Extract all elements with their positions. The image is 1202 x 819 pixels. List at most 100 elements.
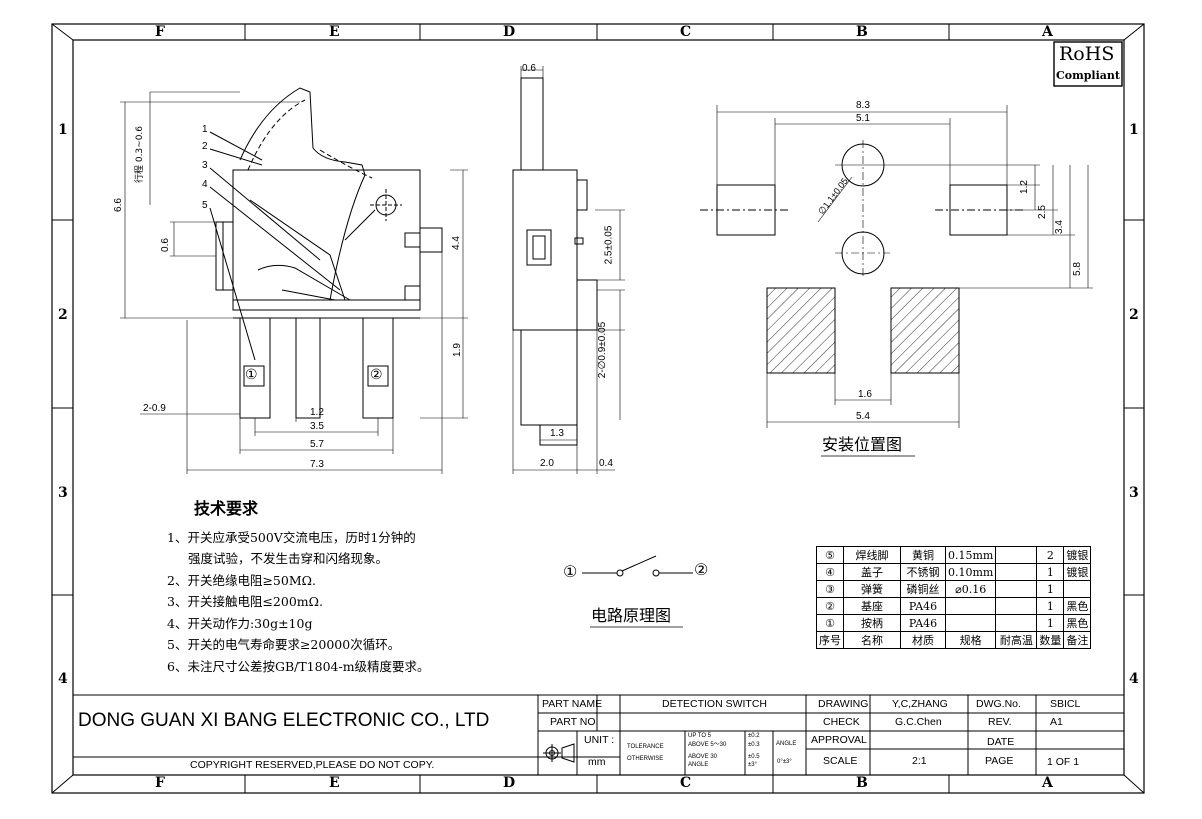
circuit-diagram (582, 555, 693, 628)
dim-side-1-3: 1.3 (550, 428, 564, 439)
dwg-no-label: DWG.No. (976, 698, 1021, 710)
tol-value: ±0.2 (748, 733, 760, 739)
rohs-title: RoHS (1059, 43, 1115, 65)
column-label-top: D (503, 24, 516, 40)
tol-value: ±0.5 (748, 754, 760, 760)
note-line: 2、开关绝缘电阻≥50MΩ. (167, 573, 316, 588)
column-label-top: C (680, 24, 692, 40)
part-label-1: 1 (202, 124, 208, 135)
note-line: 4、开关动作力:30g±10g (167, 616, 313, 631)
dim-height-total: 6.6 (112, 198, 124, 212)
column-label-bottom: B (856, 775, 868, 791)
tol-value: ±3° (748, 762, 758, 768)
tolerance-label: TOLERANCE (627, 744, 664, 750)
part-label-3: 3 (202, 160, 208, 171)
dim-mount-5-4: 5.4 (856, 411, 870, 422)
rohs-subtitle: Compliant (1056, 69, 1120, 82)
page-label: PAGE (985, 755, 1014, 767)
dim-side-top: 0.6 (522, 63, 536, 74)
tol-range: ANGLE (688, 762, 709, 768)
tol-range: ABOVE 30 (688, 754, 718, 760)
note-line: 5、开关的电气寿命要求≥20000次循环。 (167, 637, 401, 652)
row-label-left: 2 (58, 307, 68, 323)
note-line: 强度试验，不发生击穿和闪络现象。 (188, 551, 389, 566)
part-no-label: PART NO. (550, 716, 599, 728)
dim-side-2-0: 2.0 (540, 458, 554, 469)
outer-frame (51, 23, 1145, 794)
tol-value: ±0.3 (748, 742, 760, 748)
company-name: DONG GUAN XI BANG ELECTRONIC CO., LTD (78, 710, 490, 731)
drawing-label: DRAWING (818, 698, 869, 710)
dim-pin-thickness: 0.6 (159, 238, 171, 252)
dim-mount-3-4: 3.4 (1053, 220, 1065, 234)
dim-side-holes: 2-∅0.9±0.05 (597, 321, 609, 379)
check-label: CHECK (823, 716, 860, 728)
column-label-bottom: F (155, 775, 165, 791)
part-label-2: 2 (202, 141, 208, 152)
rev-value: A1 (1050, 716, 1063, 728)
dim-mount-2-5: 2.5 (1036, 205, 1048, 219)
part-label-5: 5 (202, 200, 208, 211)
mount-view-title: 安装位置图 (822, 435, 903, 454)
note-line: 1、开关应承受500V交流电压，历时1分钟的 (167, 530, 416, 545)
dim-mount-5-1: 5.1 (856, 113, 870, 124)
column-label-top: B (856, 24, 868, 40)
dim-side-peg: 2.5±0.05 (603, 225, 615, 265)
dim-pin-length: 1.9 (451, 343, 463, 357)
dim-side-0-4: 0.4 (599, 458, 613, 469)
dim-travel: 行程 0.3~0.6 (135, 125, 146, 184)
unit-label: UNIT : (584, 734, 615, 746)
dim-mount-1-2: 1.2 (1018, 180, 1030, 194)
notes-title: 技术要求 (194, 499, 259, 518)
front-view (120, 87, 468, 474)
column-label-bottom: D (503, 775, 516, 791)
table-header-row: 序号名称材质规格耐高温数量备注 (816, 631, 1092, 649)
dim-mount-1-6: 1.6 (858, 389, 872, 400)
terminal-1-label: ① (245, 367, 258, 383)
row-label-left: 1 (58, 122, 68, 138)
circuit-terminal-1: ① (563, 562, 578, 581)
rev-label: REV. (988, 716, 1012, 728)
dim-7-3: 7.3 (310, 459, 324, 470)
dim-mount-8-3: 8.3 (856, 100, 870, 111)
part-label-4: 4 (202, 179, 208, 190)
column-label-top: F (155, 24, 165, 40)
dwg-no-value: SBICL (1050, 698, 1081, 710)
part-name-label: PART NAME (542, 698, 603, 710)
dim-mount-5-8: 5.8 (1071, 262, 1083, 276)
tol-range: UP TO 5 (688, 733, 712, 739)
row-label-right: 2 (1129, 307, 1139, 323)
check-value: G.C.Chen (895, 716, 942, 728)
dim-5-7: 5.7 (310, 439, 324, 450)
column-label-bottom: C (680, 775, 692, 791)
page-value: 1 OF 1 (1047, 756, 1080, 768)
row-label-left: 4 (58, 671, 68, 687)
circuit-title: 电路原理图 (591, 606, 672, 625)
side-view (512, 66, 625, 474)
row-label-right: 1 (1129, 122, 1139, 138)
column-label-top: E (329, 24, 340, 40)
column-label-bottom: A (1042, 775, 1053, 791)
approval-label: APPROVAL (811, 734, 867, 746)
otherwise-label: OTHERWISE (627, 756, 664, 762)
title-block-lines (73, 694, 1124, 775)
date-label: DATE (987, 736, 1015, 748)
rohs-box (1053, 41, 1123, 87)
dim-3-5: 3.5 (310, 421, 324, 432)
row-label-right: 3 (1129, 485, 1139, 501)
note-line: 3、开关接触电阻≤200mΩ. (167, 594, 323, 609)
unit-value: mm (588, 756, 606, 768)
terminal-2-label: ② (370, 367, 383, 383)
part-name-value: DETECTION SWITCH (662, 698, 767, 710)
scale-value: 2:1 (912, 755, 927, 767)
row-label-left: 3 (58, 485, 68, 501)
circuit-terminal-2: ② (694, 560, 709, 579)
copyright-notice: COPYRIGHT RESERVED,PLEASE DO NOT COPY. (190, 759, 435, 771)
dim-body-height: 4.4 (450, 236, 462, 250)
